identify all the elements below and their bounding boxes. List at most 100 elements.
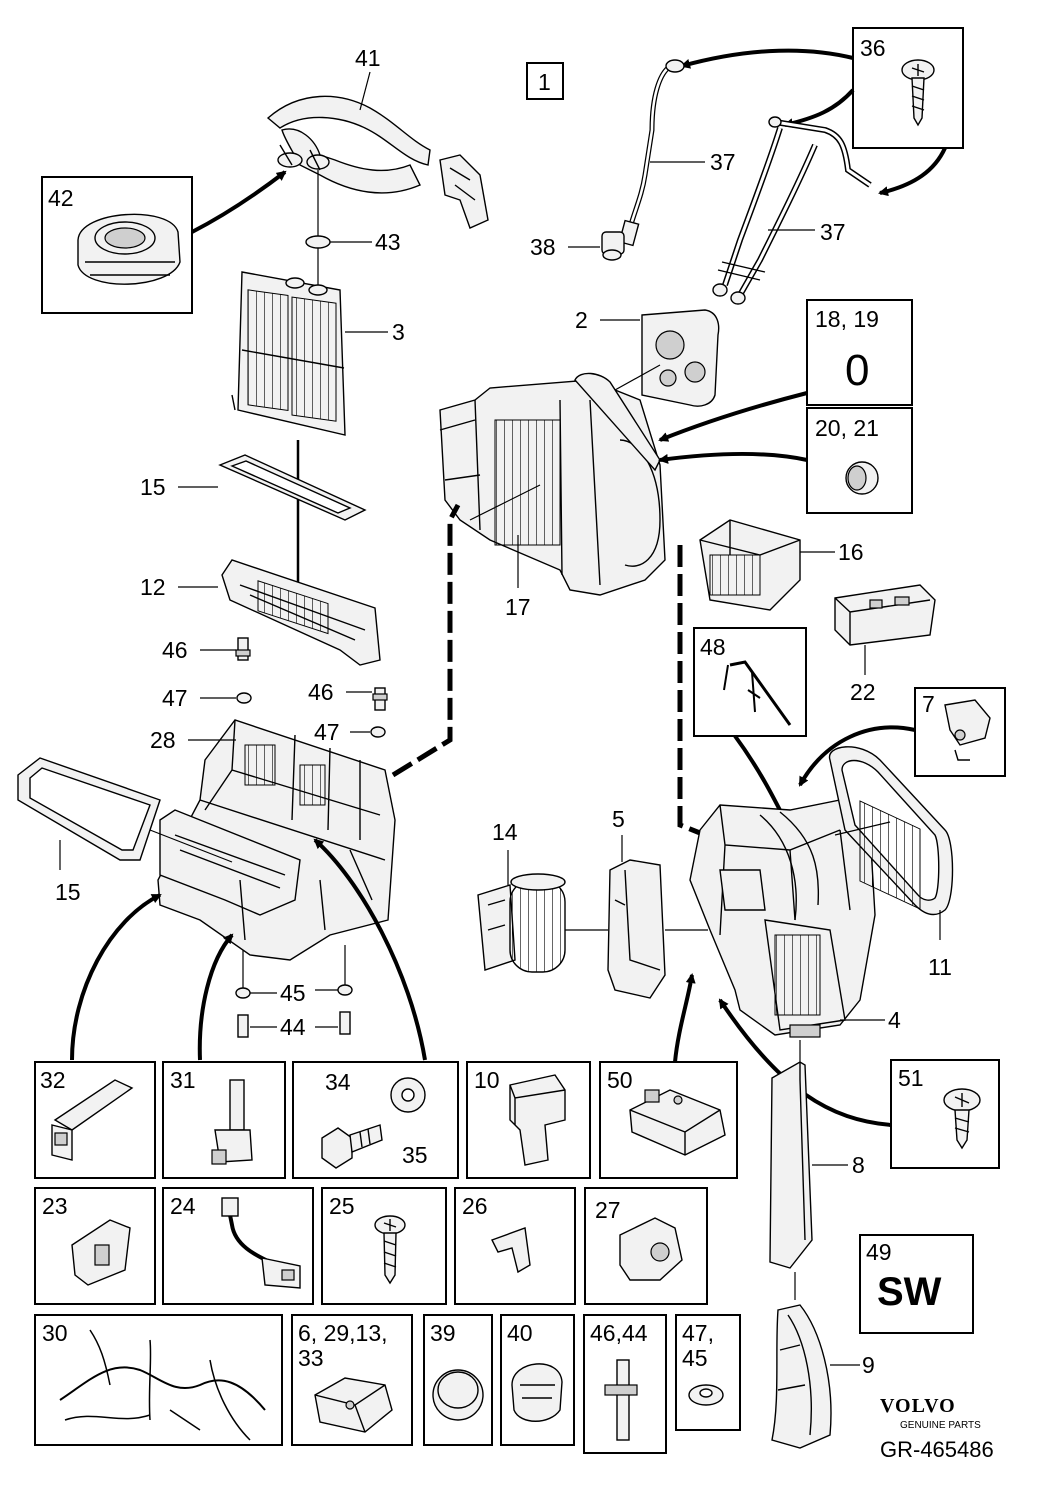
washers-45 [235,984,353,999]
bracket-part [439,154,489,229]
box-49 [859,1234,974,1334]
reference-number: GR-465486 [880,1437,994,1462]
duct-8 [769,1040,813,1269]
callout-16: 16 [838,539,864,565]
brand-logo: VOLVO [880,1395,956,1417]
box-label-25: 25 [329,1193,355,1219]
box-label-36: 36 [860,35,886,61]
callout-43: 43 [375,229,401,255]
box-label-24: 24 [170,1193,196,1219]
callout-17: 17 [505,594,531,620]
callout-15-upper: 15 [140,474,166,500]
software-symbol: SW [877,1270,942,1314]
callout-47-b: 47 [314,719,340,745]
callout-28: 28 [150,727,176,753]
box-label-30: 30 [42,1320,68,1346]
callout-11: 11 [928,954,952,980]
box-label-18-19: 18, 19 [815,306,879,332]
gasket-11 [829,746,954,916]
box-36 [852,27,964,149]
grommet-40 [511,1363,563,1422]
box-label-48: 48 [700,634,726,660]
box-label-40: 40 [507,1320,533,1346]
brand-subtitle: GENUINE PARTS [900,1420,981,1431]
pipe-37-b [712,116,872,305]
duct-9 [771,1304,832,1449]
box-label-34: 34 [325,1069,351,1095]
sensor-46-b [372,687,388,711]
heater-core-3 [231,271,346,436]
callout-14: 14 [492,819,518,845]
box-47-45 [675,1314,741,1431]
clip-23 [71,1219,131,1286]
callout-47-a: 47 [162,685,188,711]
hose-clip-42 [77,213,181,285]
callout-9: 9 [862,1352,875,1378]
rod-48 [723,660,792,726]
box-51 [890,1059,1000,1169]
box-label-51: 51 [898,1065,924,1091]
box-label-10: 10 [474,1067,500,1093]
box-label-20-21: 20, 21 [815,415,879,441]
box-label-35: 35 [402,1142,428,1168]
cover-5 [607,859,666,999]
plug-39 [432,1369,484,1421]
box-34-35 [292,1061,459,1179]
box-label-47: 47, [682,1320,714,1346]
hvac-housing-right-4 [689,799,876,1038]
callout-22: 22 [850,679,876,705]
gasket-2 [641,309,720,407]
seal-15-lower [17,757,161,861]
washer-47-45 [688,1384,724,1406]
box-label-26: 26 [462,1193,488,1219]
hvac-housing-left-28 [157,719,396,961]
box-label-31: 31 [170,1067,196,1093]
box-label-49: 49 [866,1239,892,1265]
box-label-33: 33 [298,1345,324,1371]
callout-8: 8 [852,1152,865,1178]
box-48 [693,627,807,737]
fitting-38 [601,231,625,261]
callout-41: 41 [355,45,381,71]
callout-37-a: 37 [710,149,736,175]
bolt-34 [321,1124,383,1169]
screw-51 [943,1088,981,1150]
callout-37-b: 37 [820,219,846,245]
callout-15-lower: 15 [55,879,81,905]
pipe-37-a [618,59,685,247]
grommet-20-21 [845,461,879,495]
callout-4: 4 [888,1007,901,1033]
callout-46-a: 46 [162,637,188,663]
box-label-7: 7 [922,691,935,717]
blower-motor-14 [477,873,566,973]
cover-27 [619,1217,683,1281]
module-16 [699,519,801,611]
callout-2: 2 [575,307,588,333]
washer-35 [390,1077,426,1113]
box-label-50: 50 [607,1067,633,1093]
screw-25 [374,1215,406,1285]
callout-5: 5 [612,806,625,832]
wiring-harness-30 [59,1329,266,1441]
washer-47-b [370,726,386,738]
box-label-46-44: 46,44 [590,1320,648,1346]
heater-hoses-41 [266,95,431,194]
o-ring-symbol-18-19: 0 [845,346,869,395]
seal-15-upper [218,454,367,521]
box-label-39: 39 [430,1320,456,1346]
box-18-19 [806,299,913,406]
callout-46-b: 46 [308,679,334,705]
box-20-21 [806,407,913,514]
callout-12: 12 [140,574,166,600]
sensor-31 [211,1079,253,1165]
sensor-46-44 [604,1359,638,1441]
box-label-27: 27 [595,1197,621,1223]
control-module-22 [834,584,936,646]
actuator-6 [314,1377,393,1433]
box-label-42: 42 [48,185,74,211]
clip-7 [944,699,991,761]
clip-32 [51,1079,134,1161]
actuator-50 [629,1089,726,1156]
box-label-32: 32 [40,1067,66,1093]
o-ring-43 [305,170,331,285]
